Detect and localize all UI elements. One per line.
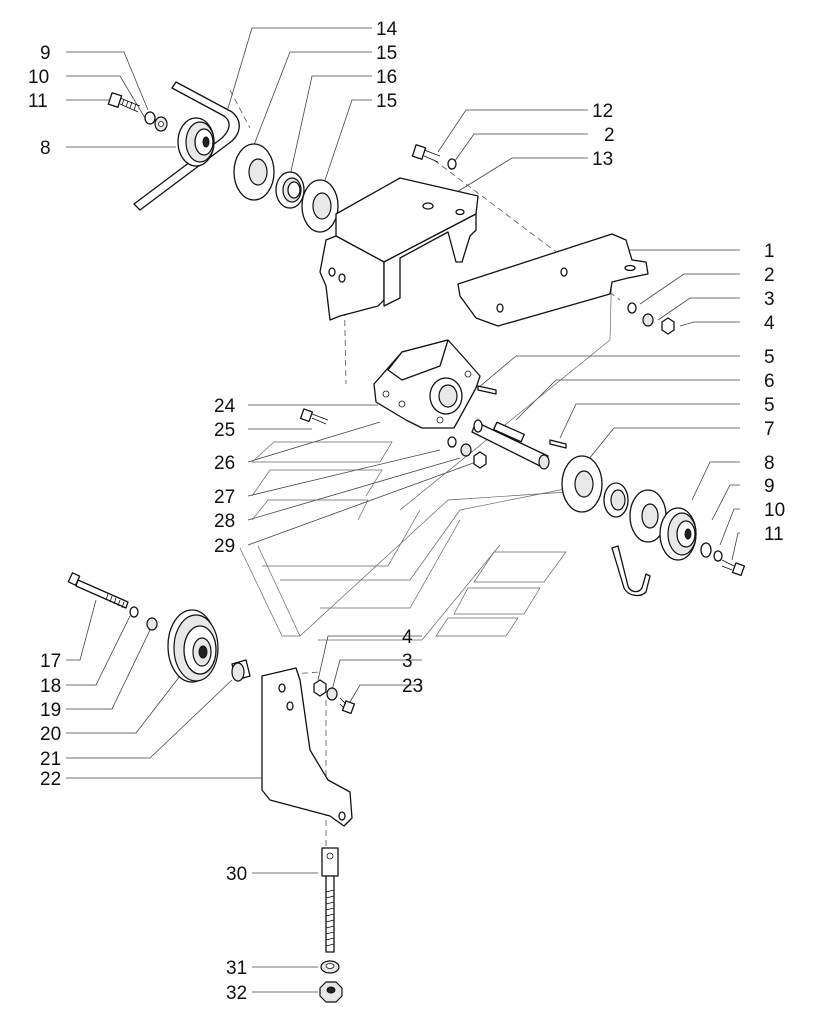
pulley-right <box>659 507 697 561</box>
washer-10-top <box>144 111 156 125</box>
bolt-25 <box>299 408 329 425</box>
callout-12: 12 <box>592 101 613 122</box>
callout-18: 18 <box>40 676 61 697</box>
callout-15: 15 <box>376 91 397 112</box>
nut-29 <box>473 451 487 469</box>
washer-31 <box>320 960 340 974</box>
washer-9-right <box>700 542 712 558</box>
callout-7: 7 <box>764 419 775 440</box>
nut-4-lower <box>313 679 327 697</box>
long-bolt-17 <box>67 572 129 609</box>
callout-20: 20 <box>40 724 61 745</box>
callout-4: 4 <box>764 313 775 334</box>
plate-1 <box>457 233 649 327</box>
callout-11: 11 <box>28 91 48 112</box>
pulley-top <box>177 117 215 167</box>
v-belt-top <box>133 81 240 211</box>
washer-3-right <box>642 313 654 327</box>
callout-19: 19 <box>40 700 61 721</box>
bolt-23 <box>339 697 356 715</box>
callout-17: 17 <box>40 651 61 672</box>
nut-4-right <box>661 317 675 335</box>
seal-plate-right <box>629 489 667 543</box>
washer-28 <box>460 443 472 457</box>
callout-15: 15 <box>376 43 397 64</box>
seal-plate-15b <box>301 179 339 233</box>
bearing-right <box>603 482 629 518</box>
bearing-16 <box>275 171 305 209</box>
bracket-13 <box>319 177 479 321</box>
callout-1: 1 <box>764 241 775 262</box>
bolt-top-left <box>107 92 141 113</box>
callout-6: 6 <box>764 371 775 392</box>
callout-2: 2 <box>604 125 615 146</box>
bolt-11-right <box>721 559 746 577</box>
callout-30: 30 <box>226 864 247 885</box>
v-belt-right <box>611 545 651 597</box>
washer-10-right <box>713 550 723 562</box>
callout-2: 2 <box>764 265 775 286</box>
seal-plate-15a <box>233 143 275 201</box>
callout-24: 24 <box>214 396 236 417</box>
callout-5: 5 <box>764 347 775 368</box>
callout-8: 8 <box>764 453 775 474</box>
key-5-upper <box>477 385 497 395</box>
callout-28: 28 <box>214 511 235 532</box>
callout-23: 23 <box>402 676 423 697</box>
washer-18 <box>129 606 139 618</box>
callout-9: 9 <box>764 476 775 497</box>
callout-14: 14 <box>376 19 398 40</box>
callout-3: 3 <box>402 651 413 672</box>
callout-22: 22 <box>40 769 61 790</box>
callout-29: 29 <box>214 536 235 557</box>
callout-21: 21 <box>40 749 61 770</box>
callout-31: 31 <box>226 958 247 979</box>
callout-8: 8 <box>40 138 51 159</box>
leader-lines <box>66 27 740 993</box>
idler-pulley-20 <box>167 609 219 683</box>
callout-10: 10 <box>764 500 785 521</box>
callout-11: 11 <box>764 524 784 545</box>
seal-plate-7 <box>561 455 603 513</box>
spacer-21 <box>231 659 251 682</box>
callout-13: 13 <box>592 149 613 170</box>
callout-25: 25 <box>214 420 235 441</box>
tension-arm-22 <box>261 667 353 827</box>
callout-32: 32 <box>226 983 247 1004</box>
callout-26: 26 <box>214 453 235 474</box>
nut-32 <box>319 981 343 1003</box>
callout-5: 5 <box>764 395 775 416</box>
tension-rod-30 <box>321 847 339 953</box>
callout-3: 3 <box>764 289 775 310</box>
shaft-6 <box>471 419 550 470</box>
washer-3-lower <box>326 687 338 701</box>
callout-4: 4 <box>402 627 413 648</box>
callout-16: 16 <box>376 67 397 88</box>
callout-10: 10 <box>28 67 49 88</box>
callout-labels: 14 15 16 15 9 10 11 8 12 2 13 1 2 3 4 5 … <box>28 19 785 1004</box>
washer-19 <box>146 617 158 631</box>
washer-27 <box>447 436 457 448</box>
washer-2-top <box>447 158 457 170</box>
key-5-lower <box>549 439 567 449</box>
bearing-housing-24 <box>373 339 481 429</box>
callout-9: 9 <box>40 43 51 64</box>
bolt-12 <box>411 144 441 163</box>
washer-2-right <box>627 302 637 314</box>
callout-27: 27 <box>214 487 235 508</box>
